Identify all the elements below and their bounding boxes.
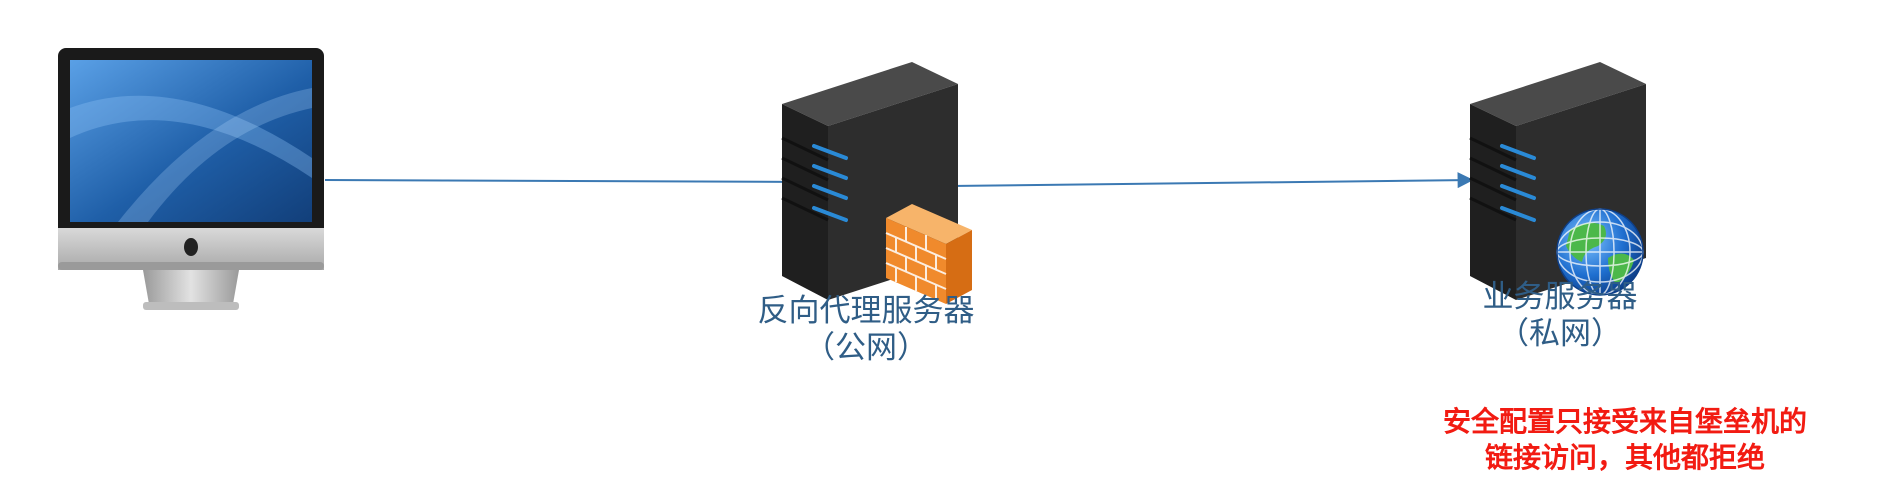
firewall-brick-wall-icon [885,204,972,304]
drive-led-lights [1500,144,1536,222]
edges [324,172,1474,190]
business-server-label-line1: 业务服务器 [1482,279,1638,315]
business-server-label: 业务服务器 （私网） [1440,279,1680,353]
security-note: 安全配置只接受来自堡垒机的 链接访问，其他都拒绝 [1390,404,1860,477]
globe-icon [1556,208,1644,296]
imac-computer-icon [58,48,324,310]
proxy-server-label-line1: 反向代理服务器 [757,293,975,329]
drive-led-lights [812,144,848,222]
edge-proxy-to-business [949,172,1474,189]
proxy-server-label: 反向代理服务器 （公网） [730,293,1002,367]
security-note-line2: 链接访问，其他都拒绝 [1484,441,1765,475]
security-note-line1: 安全配置只接受来自堡垒机的 [1442,405,1807,438]
business-server-label-line2: （私网） [1498,316,1622,353]
edge-client-to-proxy [324,173,812,190]
proxy-server-label-line2: （公网） [804,330,928,367]
